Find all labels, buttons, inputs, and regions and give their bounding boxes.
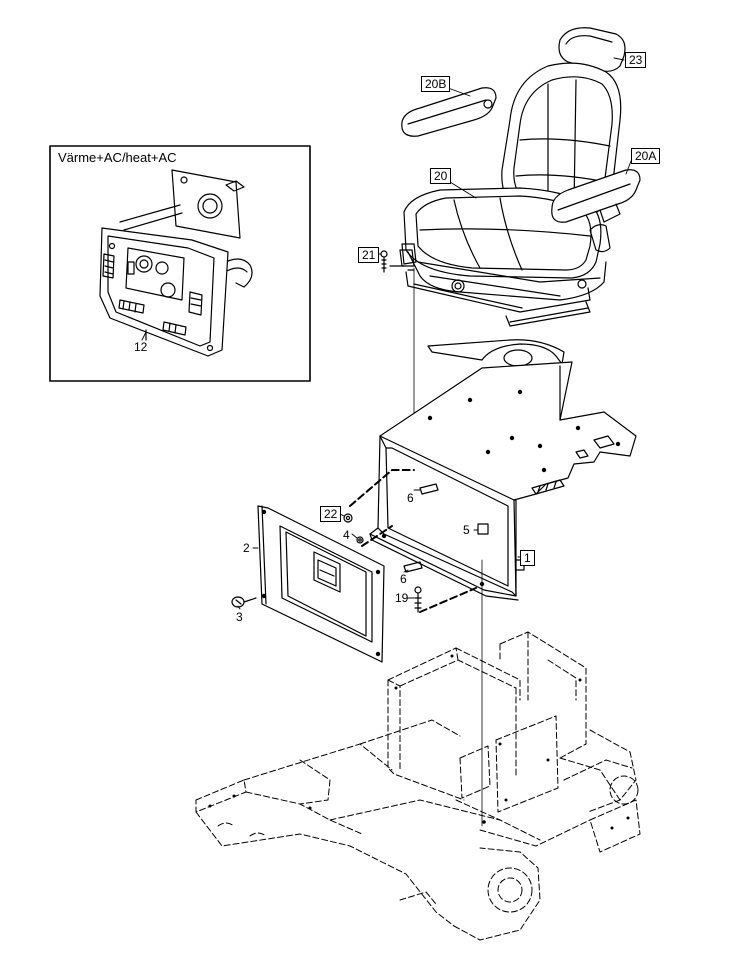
assembly-dashed-lines <box>349 469 477 613</box>
inset-frame <box>49 145 311 382</box>
cover-plate-drawing <box>257 505 385 663</box>
leader-lines <box>141 57 634 610</box>
callout-2: 2 <box>243 541 250 555</box>
callout-20: 20 <box>430 168 452 184</box>
washer-4-drawing <box>356 536 364 544</box>
callout-4: 4 <box>343 528 350 542</box>
callout-6-lower: 6 <box>400 572 407 586</box>
armrest-20b-drawing <box>401 87 497 137</box>
callout-12: 12 <box>134 340 148 354</box>
bolt-19-drawing <box>414 586 422 613</box>
seat-bracket-drawing <box>369 339 637 601</box>
callout-1: 1 <box>520 550 535 566</box>
callout-5: 5 <box>463 523 470 537</box>
screw-3-drawing <box>231 596 257 608</box>
callout-19: 19 <box>395 591 409 605</box>
heater-ac-unit-drawing <box>99 169 253 357</box>
nut-22-drawing <box>343 513 353 523</box>
inset-title: Värme+AC/heat+AC <box>58 150 177 165</box>
callout-20a: 20A <box>631 148 661 164</box>
callout-23: 23 <box>625 52 647 68</box>
spacer-6-lower-drawing <box>403 561 423 573</box>
armrest-20a-drawing <box>551 169 641 223</box>
chassis-frame-drawing <box>195 631 641 941</box>
alignment-lines <box>413 267 483 827</box>
spacer-6-upper-drawing <box>419 483 439 495</box>
callout-20b: 20B <box>421 76 451 92</box>
callout-22: 22 <box>320 506 342 522</box>
callout-6-upper: 6 <box>407 491 414 505</box>
callout-21: 21 <box>358 247 380 263</box>
callout-3: 3 <box>236 610 243 624</box>
chassis-detail-marks <box>208 654 630 830</box>
